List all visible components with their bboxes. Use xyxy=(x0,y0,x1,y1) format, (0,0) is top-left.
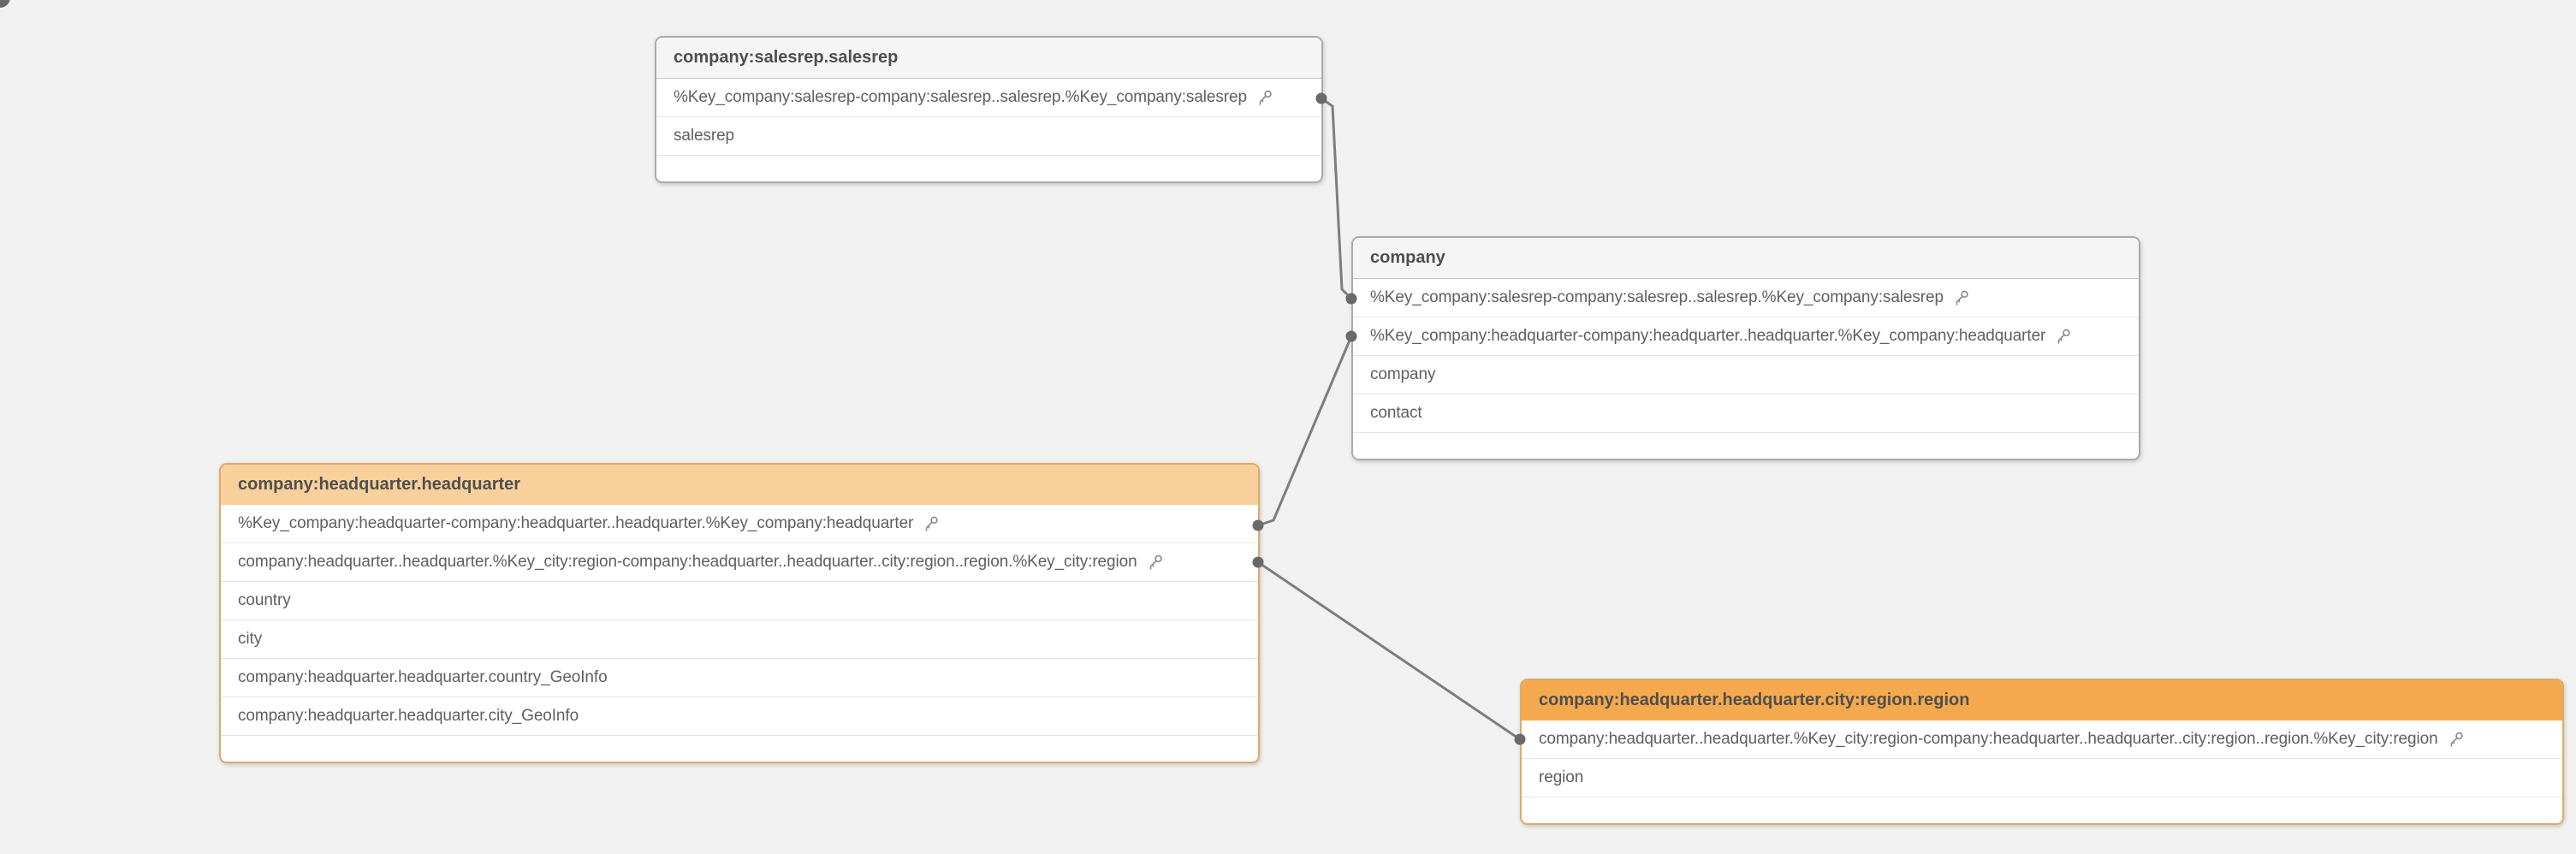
field-label: company:headquarter..headquarter.%Key_ci… xyxy=(1539,730,2438,748)
table-footer-row xyxy=(221,736,1258,762)
key-icon xyxy=(2054,327,2073,346)
table-title[interactable]: company:salesrep.salesrep xyxy=(656,38,1321,79)
key-field-row[interactable]: company:headquarter..headquarter.%Key_ci… xyxy=(1522,721,2562,759)
field-label: company:headquarter.headquarter.country_… xyxy=(238,668,608,686)
connection-line xyxy=(1256,560,1522,741)
key-icon xyxy=(1255,88,1274,107)
connection-line xyxy=(1320,97,1353,300)
field-label: company:headquarter.headquarter.city_Geo… xyxy=(238,707,579,725)
field-label: %Key_company:salesrep-company:salesrep..… xyxy=(674,88,1247,106)
connection-line xyxy=(1256,335,1353,527)
key-field-row[interactable]: %Key_company:salesrep-company:salesrep..… xyxy=(1353,279,2139,317)
field-label: %Key_company:salesrep-company:salesrep..… xyxy=(1370,288,1944,306)
clipped-corner-dot xyxy=(0,0,10,8)
table-title[interactable]: company:headquarter.headquarter xyxy=(221,465,1258,505)
model-table-company-headquarter-headquarter[interactable]: company:headquarter.headquarter %Key_comp… xyxy=(219,463,1260,763)
model-table-company[interactable]: company %Key_company:salesrep-company:sal… xyxy=(1351,236,2140,460)
field-row[interactable]: region xyxy=(1522,759,2562,798)
field-label: region xyxy=(1539,768,1584,786)
field-row[interactable]: city xyxy=(221,620,1258,659)
field-row[interactable]: company:headquarter.headquarter.city_Geo… xyxy=(221,697,1258,736)
key-field-row[interactable]: %Key_company:salesrep-company:salesrep..… xyxy=(656,79,1321,117)
key-icon xyxy=(1146,553,1165,572)
field-label: %Key_company:headquarter-company:headqua… xyxy=(238,514,914,532)
field-row[interactable]: company xyxy=(1353,356,2139,394)
model-table-company-headquarter-headquarter-city-region-region[interactable]: company:headquarter.headquarter.city:reg… xyxy=(1520,679,2564,825)
key-icon xyxy=(1952,288,1971,307)
field-row[interactable]: company:headquarter.headquarter.country_… xyxy=(221,659,1258,697)
key-field-row[interactable]: company:headquarter..headquarter.%Key_ci… xyxy=(221,543,1258,582)
key-icon xyxy=(2447,730,2466,749)
field-label: contact xyxy=(1370,404,1422,422)
field-row[interactable]: salesrep xyxy=(656,117,1321,156)
key-field-row[interactable]: %Key_company:headquarter-company:headqua… xyxy=(221,505,1258,543)
field-label: country xyxy=(238,591,291,609)
table-title[interactable]: company:headquarter.headquarter.city:reg… xyxy=(1522,680,2562,721)
key-icon xyxy=(922,514,941,533)
field-label: city xyxy=(238,630,263,648)
field-label: %Key_company:headquarter-company:headqua… xyxy=(1370,327,2046,345)
table-footer-row xyxy=(1522,798,2562,823)
field-row[interactable]: contact xyxy=(1353,394,2139,433)
table-footer-row xyxy=(656,156,1321,181)
table-footer-row xyxy=(1353,433,2139,459)
field-row[interactable]: country xyxy=(221,582,1258,620)
field-label: company:headquarter..headquarter.%Key_ci… xyxy=(238,553,1137,571)
key-field-row[interactable]: %Key_company:headquarter-company:headqua… xyxy=(1353,317,2139,356)
model-table-company-salesrep-salesrep[interactable]: company:salesrep.salesrep %Key_company:sa… xyxy=(655,36,1323,183)
field-label: salesrep xyxy=(674,127,735,145)
field-label: company xyxy=(1370,365,1436,383)
table-title[interactable]: company xyxy=(1353,238,2139,279)
